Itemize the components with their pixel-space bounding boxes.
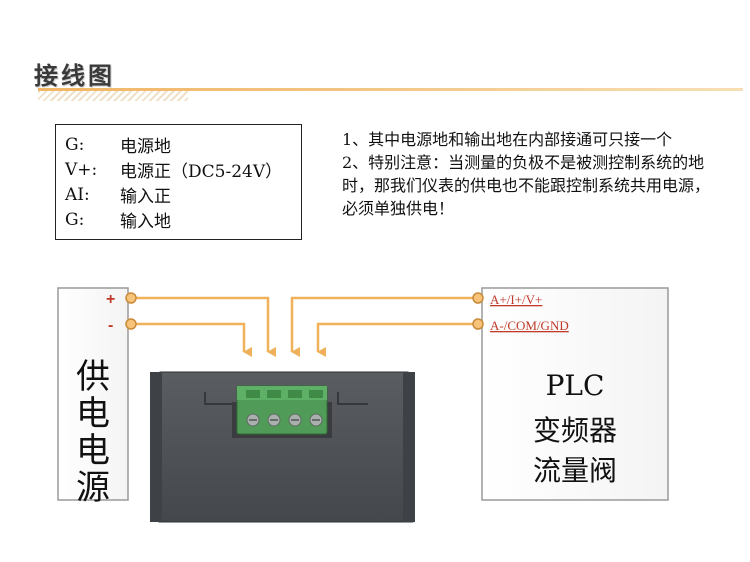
legend-key: AI: bbox=[65, 184, 90, 205]
legend-row: V+: 电源正（DC5-24V） bbox=[65, 157, 301, 183]
power-supply-char: 电 bbox=[76, 394, 110, 434]
legend-value: 电源正（DC5-24V） bbox=[120, 162, 283, 182]
terminal-dot bbox=[125, 292, 137, 304]
note-2: 2、特别注意：当测量的负极不是被测控制系统的地时，那我们仪表的供电也不能跟控制系… bbox=[342, 153, 711, 218]
legend-value: 输入地 bbox=[120, 212, 171, 232]
plc-label-line: PLC bbox=[546, 369, 605, 402]
power-supply-char: 源 bbox=[76, 468, 110, 508]
wire-power-minus bbox=[131, 322, 252, 357]
wiring-notes: 1、其中电源地和输出地在内部接通可只接一个 2、特别注意：当测量的负极不是被测控… bbox=[342, 128, 714, 220]
terminal-dots bbox=[125, 292, 484, 330]
plc-label-line: 变频器 bbox=[533, 414, 617, 447]
page-title: 接线图 bbox=[34, 61, 115, 90]
terminal-dot bbox=[125, 318, 137, 330]
wire-signal-positive bbox=[290, 296, 478, 357]
legend-value: 电源地 bbox=[120, 137, 171, 157]
plc-terminal-positive: A+/I+/V+ bbox=[490, 292, 542, 307]
terminal-dot bbox=[472, 318, 484, 330]
power-minus-sign: - bbox=[108, 317, 113, 334]
power-supply-box: 供 电 电 源 bbox=[57, 287, 129, 508]
power-supply-char: 供 bbox=[76, 357, 110, 397]
pin-legend-box: G: 电源地 V+: 电源正（DC5-24V） AI: 输入正 G: 输入地 bbox=[55, 124, 302, 240]
plc-terminal-negative: A-/COM/GND bbox=[490, 318, 569, 333]
legend-value: 输入正 bbox=[120, 187, 171, 207]
legend-row: AI: 输入正 bbox=[65, 182, 301, 208]
legend-key: V+: bbox=[65, 159, 98, 180]
legend-row: G: 电源地 bbox=[65, 132, 301, 158]
meter-device bbox=[150, 371, 415, 523]
wire-signal-negative bbox=[316, 322, 478, 357]
legend-row: G: 输入地 bbox=[65, 207, 301, 233]
note-1: 1、其中电源地和输出地在内部接通可只接一个 bbox=[342, 130, 673, 149]
wire-power-plus bbox=[131, 296, 276, 357]
plc-box: PLC 变频器 流量阀 bbox=[481, 287, 669, 501]
power-plus-sign: + bbox=[106, 291, 115, 308]
title-underline bbox=[38, 88, 743, 91]
terminal-dot bbox=[472, 292, 484, 304]
plc-label-line: 流量阀 bbox=[533, 454, 617, 487]
power-supply-char: 电 bbox=[76, 431, 110, 471]
wires bbox=[131, 296, 478, 357]
legend-key: G: bbox=[65, 209, 85, 230]
legend-key: G: bbox=[65, 134, 85, 155]
title-underline-shadow bbox=[38, 91, 188, 101]
